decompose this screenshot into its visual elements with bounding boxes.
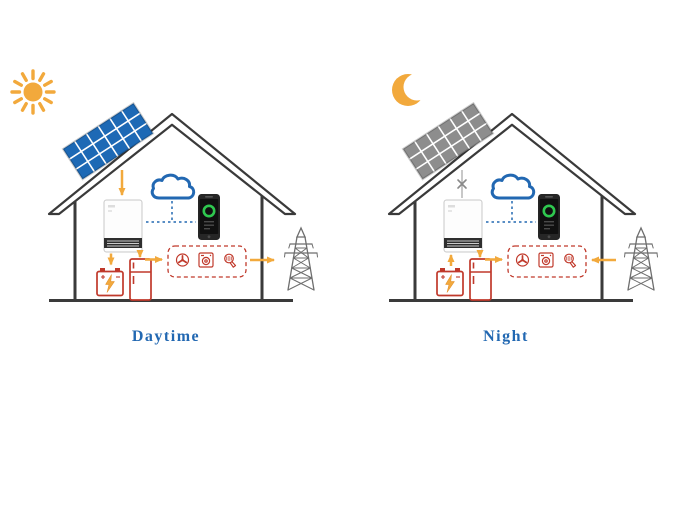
cloud-link-dashed-line (486, 201, 536, 223)
cloud-icon (490, 173, 536, 200)
cloud-icon (150, 173, 196, 200)
cloud-link-dashed-line (146, 201, 196, 223)
moon-icon (392, 73, 431, 106)
inverter-icon (103, 199, 143, 253)
daytime-scene: Daytime (10, 69, 319, 345)
refrigerator-icon (469, 258, 492, 301)
power-tower-icon (283, 227, 319, 291)
smartphone-icon (196, 192, 222, 242)
power-tower-icon (623, 227, 659, 291)
inverter-icon (443, 199, 483, 253)
scene-label-night: Night (483, 328, 529, 345)
smartphone-icon (536, 192, 562, 242)
sun-icon (10, 69, 56, 115)
scene-label-daytime: Daytime (132, 328, 200, 345)
battery-icon (96, 267, 124, 297)
battery-icon (436, 267, 464, 297)
refrigerator-icon (129, 258, 152, 301)
night-scene: Night (387, 73, 659, 345)
